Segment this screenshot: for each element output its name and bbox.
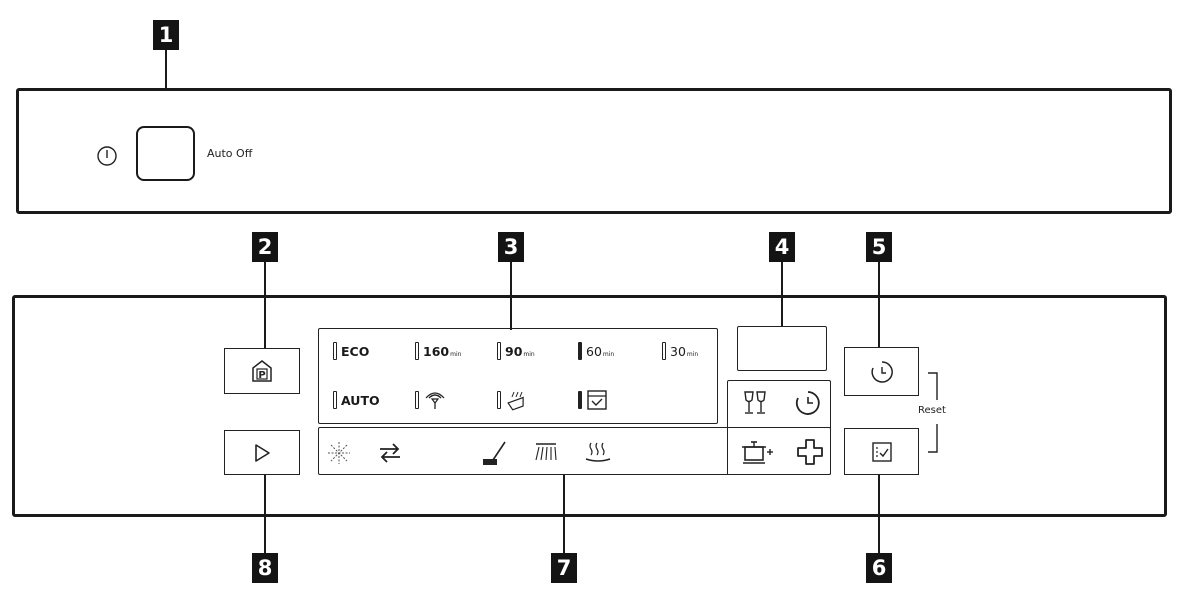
program-90-label: 90min	[505, 343, 535, 359]
callout-8-leader	[264, 474, 266, 554]
callout-1: 1	[153, 20, 179, 50]
callout-2: 2	[252, 232, 278, 262]
top-control-panel	[16, 88, 1172, 214]
callout-5: 5	[866, 232, 892, 262]
program-end-icon	[326, 440, 352, 470]
callout-3-leader	[510, 262, 512, 330]
callout-3: 3	[498, 232, 524, 262]
program-160min[interactable]: 160min	[415, 340, 461, 362]
callout-4: 4	[769, 232, 795, 262]
program-30-label: 30min	[670, 343, 699, 359]
program-indicator	[333, 342, 337, 360]
brush-icon	[479, 440, 509, 472]
delay-clock-icon	[870, 360, 893, 383]
callout-7-leader	[563, 475, 565, 554]
play-icon	[255, 443, 270, 462]
delay-start-button[interactable]	[844, 347, 919, 396]
spray-icon	[531, 440, 561, 470]
program-machine-care[interactable]	[578, 389, 608, 411]
callout-4-leader	[781, 262, 783, 327]
power-icon	[96, 145, 118, 167]
callout-8: 8	[252, 553, 278, 583]
program-indicator	[662, 342, 666, 360]
program-30min[interactable]: 30min	[662, 340, 698, 362]
callout-2-leader	[264, 262, 266, 360]
program-eco[interactable]: ECO	[333, 340, 369, 362]
machine-care-icon	[587, 390, 607, 410]
extra-pot-icon	[740, 438, 774, 470]
glassware-icon	[742, 389, 768, 421]
program-indicator	[415, 391, 419, 409]
auto-off-label: Auto Off	[207, 147, 253, 160]
callout-5-leader	[878, 262, 880, 347]
program-button[interactable]: P	[224, 348, 300, 394]
options-button[interactable]	[844, 428, 919, 475]
options-check-icon	[871, 441, 892, 462]
reset-label: Reset	[918, 405, 946, 416]
programme-display	[318, 328, 718, 424]
program-indicator	[578, 342, 582, 360]
extra-rinse-icon	[376, 441, 404, 469]
bottom-control-panel	[12, 295, 1167, 517]
callout-6: 6	[866, 553, 892, 583]
extra-hygiene-icon	[796, 438, 824, 470]
time-display	[737, 326, 827, 371]
options-indicator-box	[727, 380, 831, 475]
svg-text:P: P	[258, 370, 265, 381]
program-indicator	[497, 342, 501, 360]
callout-7: 7	[551, 553, 577, 583]
program-indicator	[497, 391, 501, 409]
drying-icon	[583, 440, 613, 470]
reset-bracket	[928, 372, 938, 453]
program-indicator	[415, 342, 419, 360]
program-60-label: 60min	[586, 343, 615, 359]
program-auto[interactable]: AUTO	[333, 389, 380, 411]
program-indicator	[578, 391, 582, 409]
program-60min[interactable]: 60min	[578, 340, 614, 362]
delay-icon	[794, 389, 822, 421]
program-90min[interactable]: 90min	[497, 340, 535, 362]
program-160-label: 160min	[423, 343, 462, 359]
program-auto-label: AUTO	[341, 392, 380, 408]
glass-care-icon	[425, 392, 445, 409]
quick-rinse-icon	[507, 391, 524, 411]
program-p-icon: P	[252, 360, 272, 382]
program-eco-label: ECO	[341, 343, 370, 359]
program-indicator	[333, 391, 337, 409]
start-button[interactable]	[224, 430, 300, 475]
callout-6-leader	[878, 475, 880, 554]
program-glass-care[interactable]	[415, 389, 447, 411]
on-off-button[interactable]	[136, 126, 195, 181]
program-quick[interactable]	[497, 389, 529, 411]
